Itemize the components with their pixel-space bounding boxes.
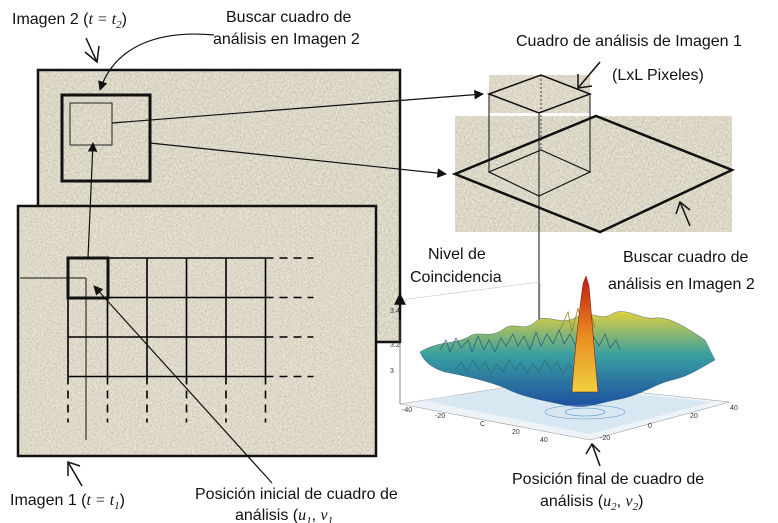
- final-position-line2: análisis (u2, v2): [540, 493, 643, 513]
- analysis-window-3d: [451, 74, 736, 360]
- surface-body: [419, 311, 716, 407]
- x-tick-label: -40: [402, 407, 412, 414]
- y-tick-label: -20: [600, 435, 610, 442]
- x-tick-label: -20: [435, 413, 445, 420]
- search-to-3d-arrow: [149, 142, 447, 178]
- search-label-top-line2: análisis en Imagen 2: [213, 31, 360, 48]
- axis-letter-label: C: [480, 421, 485, 428]
- y-tick-label: 0: [648, 423, 652, 430]
- window-to-3d-arrow: [111, 89, 484, 124]
- y-tick-label: 40: [730, 405, 738, 412]
- final-position-line1: Posición final de cuadro de: [512, 471, 704, 488]
- image-2-search-area: [60, 93, 152, 183]
- search-top-arrow: [98, 33, 215, 91]
- z-tick-label: 3: [390, 368, 394, 375]
- correlation-surface-plot: 3.4 3.2 3 -40 -20 C 20 40 -20 0 20 40: [390, 275, 738, 444]
- search-label-right-line1: Buscar cuadro de: [623, 249, 749, 266]
- image-2-pointer: [84, 45, 100, 64]
- window-img1-pointer: [577, 74, 593, 89]
- search-plane-border: [451, 114, 736, 234]
- match-level-line2: Coincidencia: [410, 269, 502, 286]
- image-1-title: Imagen 1 (t = t1): [10, 492, 125, 512]
- search-label-top-line1: Buscar cuadro de: [226, 9, 352, 26]
- x-tick-label: 40: [540, 437, 548, 444]
- correlation-peak: [571, 275, 599, 393]
- image-1-texture: [18, 206, 376, 456]
- window-size-label: (LxL Pixeles): [612, 67, 704, 84]
- image-1-border: [16, 204, 378, 458]
- search-plane-texture: [455, 116, 732, 232]
- window-to-image2-arrow: [87, 142, 98, 259]
- image-1-pointer: [67, 460, 81, 476]
- x-tick-label: 20: [512, 429, 520, 436]
- search-label-right-line2: análisis en Imagen 2: [608, 276, 755, 293]
- initial-position-line1: Posición inicial de cuadro de: [195, 486, 398, 503]
- z-tick-label: 3.2: [390, 342, 400, 349]
- image-1-panel: [16, 204, 378, 458]
- match-level-line1: Nivel de: [428, 246, 486, 263]
- image-2-title: Imagen 2 (t = t2): [12, 11, 127, 31]
- search-right-pointer: [675, 200, 691, 215]
- initial-position-arrow: [93, 285, 273, 484]
- y-tick-label: 20: [690, 413, 698, 420]
- window-img1-label: Cuadro de análisis de Imagen 1: [516, 33, 742, 50]
- initial-position-line2: análisis (u1, v1: [235, 507, 333, 523]
- z-tick-label: 3.4: [390, 308, 400, 315]
- window-plane-texture: [489, 75, 590, 113]
- final-position-pointer: [585, 442, 601, 455]
